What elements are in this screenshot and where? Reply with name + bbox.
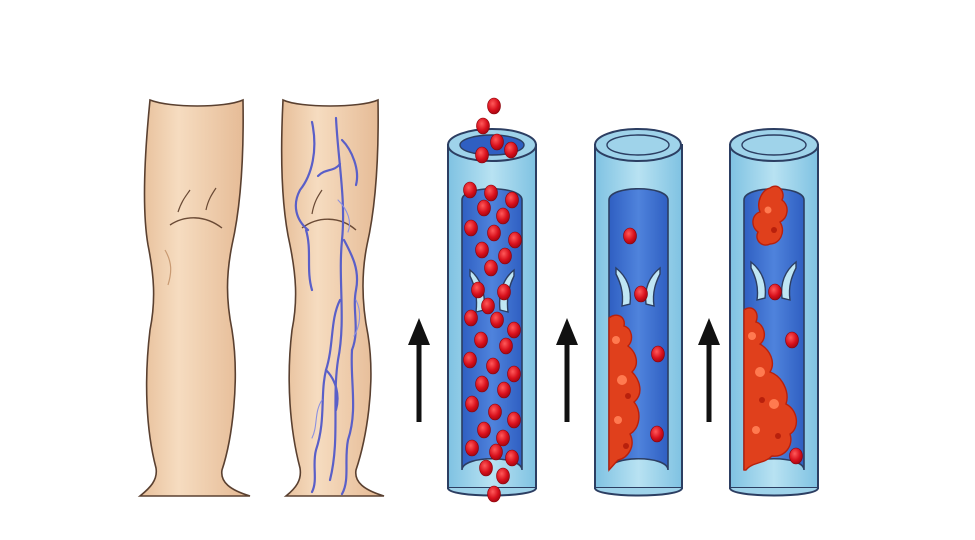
red-blood-cell-icon [768, 283, 782, 301]
red-blood-cell-icon [507, 411, 521, 429]
red-blood-cell-icon [623, 227, 637, 245]
valve-icon [615, 266, 661, 307]
red-blood-cell-icon [499, 337, 513, 355]
red-blood-cell-icon [463, 351, 477, 369]
red-blood-cell-icon [634, 285, 648, 303]
red-blood-cell-icon [484, 259, 498, 277]
red-blood-cell-icon [490, 311, 504, 329]
red-blood-cell-icon [484, 184, 498, 202]
blood-clot-icon [752, 185, 788, 246]
red-blood-cell-icon [475, 146, 489, 164]
red-blood-cell-icon [505, 191, 519, 209]
red-blood-cell-icon [507, 321, 521, 339]
red-blood-cell-icon [489, 443, 503, 461]
red-blood-cell-icon [498, 247, 512, 265]
red-blood-cell-icon [490, 133, 504, 151]
red-blood-cell-icon [650, 425, 664, 443]
red-blood-cell-icon [508, 231, 522, 249]
blood-clot-icon [608, 314, 641, 472]
red-blood-cell-icon [471, 281, 485, 299]
red-blood-cell-icon [477, 199, 491, 217]
red-blood-cell-icon [479, 459, 493, 477]
red-blood-cell-icon [487, 485, 501, 503]
red-blood-cell-icon [789, 447, 803, 465]
red-blood-cell-icon [507, 365, 521, 383]
red-blood-cell-icon [496, 467, 510, 485]
red-blood-cell-icon [475, 375, 489, 393]
arrow-up-icon [698, 318, 720, 422]
red-blood-cell-icon [497, 381, 511, 399]
red-blood-cell-icon [785, 331, 799, 349]
red-blood-cell-icon [477, 421, 491, 439]
red-blood-cell-icon [463, 181, 477, 199]
red-blood-cell-icon [476, 117, 490, 135]
red-blood-cell-icon [496, 207, 510, 225]
vessel-large-clot [729, 128, 819, 497]
red-blood-cell-icon [465, 439, 479, 457]
vessel-partial-clot [594, 128, 683, 497]
red-blood-cell-icon [475, 241, 489, 259]
red-blood-cell-icon [504, 141, 518, 159]
blood-cells [463, 97, 803, 503]
red-blood-cell-icon [474, 331, 488, 349]
valve-icon [750, 260, 797, 301]
red-blood-cell-icon [488, 403, 502, 421]
arrow-up-icon [408, 318, 430, 422]
red-blood-cell-icon [651, 345, 665, 363]
red-blood-cell-icon [487, 224, 501, 242]
red-blood-cell-icon [486, 357, 500, 375]
red-blood-cell-icon [481, 297, 495, 315]
red-blood-cell-icon [496, 429, 510, 447]
arrow-up-icon [556, 318, 578, 422]
red-blood-cell-icon [465, 395, 479, 413]
red-blood-cell-icon [487, 97, 501, 115]
red-blood-cell-icon [497, 283, 511, 301]
red-blood-cell-icon [464, 309, 478, 327]
leg-healthy-icon [137, 98, 251, 497]
blood-clot-icon [743, 307, 797, 471]
varicose-veins [294, 116, 359, 496]
red-blood-cell-icon [464, 219, 478, 237]
leg-varicose-icon [280, 98, 385, 497]
red-blood-cell-icon [505, 449, 519, 467]
